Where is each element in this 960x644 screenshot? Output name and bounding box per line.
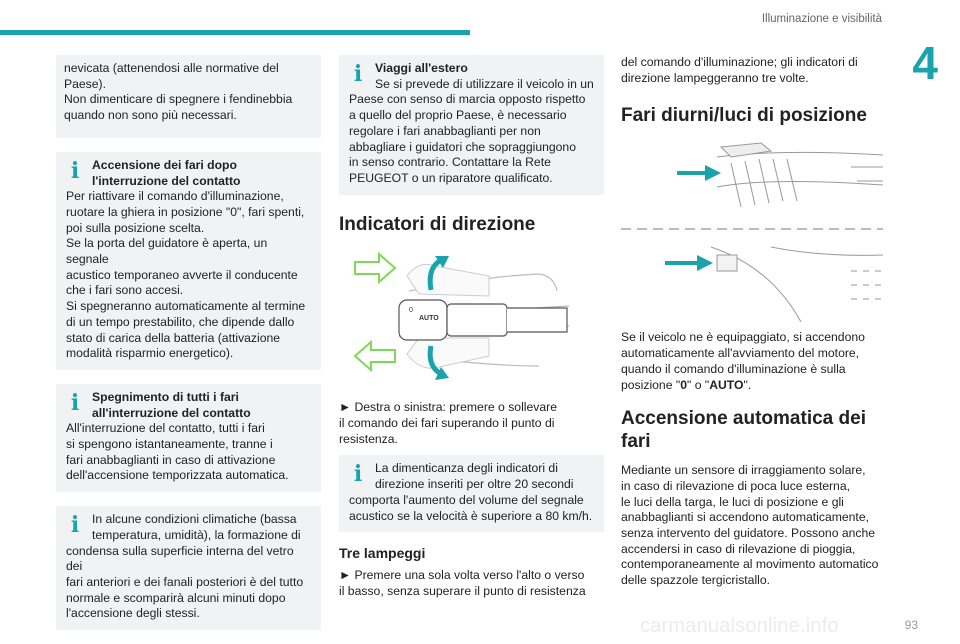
three-flashes-instruction: ► Premere una sola volta verso l'alto o … — [339, 567, 586, 598]
position-zero-label: 0 — [680, 377, 687, 392]
up-motion-arrow-icon — [427, 255, 449, 291]
daytime-text-part: ". — [743, 377, 752, 392]
page-number: 93 — [904, 618, 918, 632]
stalk-illustration: 0 AUTO — [339, 246, 604, 391]
info-box-title: Accensione dei fari dopo l'interruzione … — [92, 157, 241, 188]
info-icon: i — [353, 61, 363, 87]
right-arrow-icon — [354, 251, 397, 284]
info-box-indicator-reminder: i La dimenticanza degli indicatori di di… — [339, 455, 604, 533]
info-box-first-lines: La dimenticanza degli indicatori di dire… — [375, 461, 574, 492]
info-box-title: Spegnimento di tutti i fari all'interruz… — [92, 389, 251, 420]
header-title: Illuminazione e visibilità — [761, 13, 882, 25]
info-box-lights-off: i Spegnimento di tutti i fari all'interr… — [56, 383, 321, 493]
headlight-illustration — [621, 137, 884, 323]
chapter-number: 4 — [912, 37, 938, 89]
info-box-first-lines: In alcune condizioni climatiche (bassa t… — [92, 512, 301, 542]
info-box-condensation: i In alcune condizioni climatiche (bassa… — [56, 506, 321, 631]
indicator-instruction: ► Destra o sinistra: premere o sollevare… — [339, 400, 557, 446]
intro-text: nevicata (attenendosi alle normative del… — [64, 61, 293, 123]
column-3: del comando d'illuminazione; gli indicat… — [621, 55, 884, 595]
subheading-three-flashes: Tre lampeggi — [339, 545, 426, 562]
info-box-travel-abroad: i Viaggi all'estero Se si prevede di uti… — [339, 55, 604, 195]
section-heading-indicators: Indicatori di direzione — [339, 213, 536, 235]
info-icon: i — [70, 512, 80, 539]
daytime-text-part: " o " — [687, 377, 710, 392]
intro-box: nevicata (attenendosi alle normative del… — [56, 55, 321, 138]
stalk-svg: 0 AUTO — [353, 251, 570, 380]
column-2: i Viaggi all'estero Se si prevede di uti… — [339, 55, 604, 605]
info-box-headlights-after-ignition: i Accensione dei fari dopo l'interruzion… — [56, 151, 321, 370]
info-box-text: Paese con senso di marcia opposto rispet… — [349, 92, 586, 185]
info-box-text: condensa sulla superficie interna del ve… — [66, 543, 304, 621]
headlight-svg — [621, 142, 884, 323]
drl-pointer-arrow-icon — [677, 165, 721, 182]
down-motion-arrow-icon — [427, 345, 449, 380]
section-heading-auto-lights: Accensione automatica dei fari — [621, 408, 866, 453]
info-icon: i — [70, 389, 80, 416]
continued-text: del comando d'illuminazione; gli indicat… — [621, 55, 858, 85]
info-icon: i — [70, 157, 80, 184]
info-box-text: Per riattivare il comando d'illuminazion… — [66, 189, 306, 361]
stalk-label-auto: AUTO — [419, 315, 439, 322]
info-box-first-line: Se si prevede di utilizzare il veicolo i… — [375, 76, 594, 91]
daytime-text-part: Se il veicolo ne è equipaggiato, si acce… — [621, 330, 865, 392]
position-light-pointer-arrow-icon — [665, 255, 713, 272]
header-accent-bar — [0, 30, 470, 35]
auto-lights-text: Mediante un sensore di irraggiamento sol… — [621, 463, 879, 588]
left-arrow-icon — [353, 339, 396, 372]
info-box-title: Viaggi all'estero — [375, 61, 468, 75]
daytime-lights-text: Se il veicolo ne è equipaggiato, si acce… — [621, 330, 883, 393]
stalk-label-zero: 0 — [409, 307, 413, 314]
section-heading-daytime-lights: Fari diurni/luci di posizione — [621, 105, 867, 127]
watermark: carmanualsonline.info — [640, 615, 839, 637]
info-box-text: comporta l'aumento del volume del segnal… — [349, 492, 593, 523]
column-1: nevicata (attenendosi alle normative del… — [56, 55, 321, 644]
info-icon: i — [353, 461, 363, 488]
position-auto-label: AUTO — [709, 377, 744, 392]
info-box-text: All'interruzione del contatto, tutti i f… — [66, 421, 289, 483]
